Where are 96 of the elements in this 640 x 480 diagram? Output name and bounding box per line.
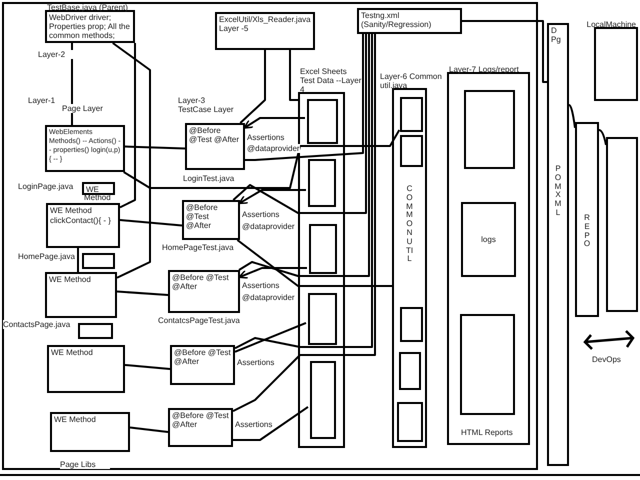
node-text: ExcelUtil/Xls_Reader.java Layer -5	[218, 14, 312, 33]
node-caption: @dataprovider	[242, 293, 295, 302]
node-caption: Assertions	[247, 133, 284, 142]
node-text: WE Method	[49, 205, 93, 215]
connector-line	[124, 146, 186, 150]
node-text: Method	[84, 193, 111, 202]
node-text: @Before @Test @After	[188, 125, 240, 144]
empty-box	[82, 253, 115, 269]
node-box	[357, 8, 462, 34]
node-text: WE Method	[50, 347, 94, 357]
node-box	[168, 270, 240, 313]
connector-line	[232, 34, 376, 412]
node-caption: @dataprovider	[247, 144, 300, 153]
node-heading: Excel Sheets Test Data --Layer 4	[300, 67, 362, 94]
node-text: WE	[85, 184, 100, 194]
node-text: D Pg	[550, 25, 562, 44]
connector-line	[462, 20, 547, 83]
node-box	[45, 272, 117, 318]
connector-line	[130, 426, 168, 433]
empty-box	[606, 137, 638, 312]
empty-box	[78, 323, 113, 339]
node-text: WebDriver driver; Properties prop; All the common methods;	[48, 12, 131, 40]
node-text: @Before @Test @After	[171, 272, 230, 291]
empty-box	[400, 135, 423, 167]
empty-box	[400, 97, 423, 132]
node-box	[547, 23, 569, 466]
arrow	[243, 117, 305, 129]
node-heading: LocalMachine	[586, 20, 636, 29]
node-caption: Assertions	[242, 210, 280, 219]
vertical-text: REPO	[583, 214, 591, 250]
empty-box	[310, 361, 336, 439]
connector-line	[245, 34, 364, 161]
connector-line	[120, 219, 182, 226]
empty-box	[308, 293, 337, 345]
node-box	[45, 125, 125, 172]
node-text: WE Method	[53, 414, 97, 424]
empty-box	[308, 159, 336, 207]
node-text: WE Method	[48, 274, 92, 284]
empty-box	[464, 90, 515, 169]
node-box	[46, 203, 120, 248]
empty-box	[397, 402, 423, 442]
connector-line	[568, 104, 576, 128]
connector-line	[240, 50, 266, 124]
vertical-text: POM XML	[554, 165, 562, 218]
node-heading: Layer-7 Logs/report	[449, 65, 520, 74]
connector-line	[238, 34, 370, 277]
connector-line	[120, 43, 136, 208]
node-box	[170, 345, 235, 385]
empty-box	[460, 314, 515, 415]
arrow	[238, 189, 306, 204]
node-box	[168, 408, 233, 447]
connector-line	[236, 239, 392, 287]
node-box	[215, 12, 315, 50]
node-heading: Layer-6 Common util.java	[380, 72, 443, 90]
node-box	[47, 345, 125, 393]
node-caption: Assertions	[235, 420, 272, 429]
node-text: clickContact(){ - }	[49, 215, 112, 225]
node-box	[575, 122, 599, 317]
node-text: HTML Reports	[461, 427, 513, 439]
node-caption: HomePageTest.java	[162, 243, 234, 252]
arrow	[238, 267, 307, 279]
connector-line	[233, 406, 309, 441]
connector-line	[598, 129, 607, 146]
node-caption: Assertions	[242, 281, 280, 290]
node-text: logs	[480, 234, 497, 246]
node-box	[182, 200, 240, 240]
empty-box	[400, 307, 423, 342]
node-text: @Before @Test @After	[171, 410, 230, 429]
node-heading: TestBase.java (Parent)	[47, 3, 129, 12]
connector-line	[77, 248, 79, 272]
node-caption: Assertions	[237, 358, 274, 367]
connector-line	[234, 322, 306, 353]
node-caption: ContatcsPageTest.java	[158, 316, 240, 325]
node-box	[185, 123, 245, 170]
empty-box	[309, 224, 337, 274]
connector-line	[123, 130, 400, 189]
node-box	[461, 202, 516, 277]
node-caption: ContactsPage.java	[3, 320, 70, 329]
node-caption: @dataprovider	[242, 222, 295, 231]
connector-line	[234, 34, 373, 350]
layer-label: Page Libs	[60, 460, 110, 469]
connector-line	[124, 364, 170, 370]
empty-box	[399, 352, 421, 390]
connector-line	[232, 34, 367, 214]
node-caption: LoginPage.java	[18, 182, 74, 191]
empty-box	[307, 99, 338, 144]
vertical-text: COMMON UTIL	[406, 185, 414, 264]
node-text: Testng.xml (Sanity/Regression)	[360, 10, 432, 29]
node-caption: LoginTest.java	[183, 174, 234, 183]
connector-line	[112, 42, 151, 279]
connector-line	[289, 50, 298, 101]
connector-line	[116, 290, 168, 296]
node-text: @Before @Test @After	[173, 347, 232, 366]
node-text: @Before @Test @After	[185, 202, 219, 230]
node-box	[50, 412, 130, 452]
node-caption: HomePage.java	[18, 252, 75, 261]
